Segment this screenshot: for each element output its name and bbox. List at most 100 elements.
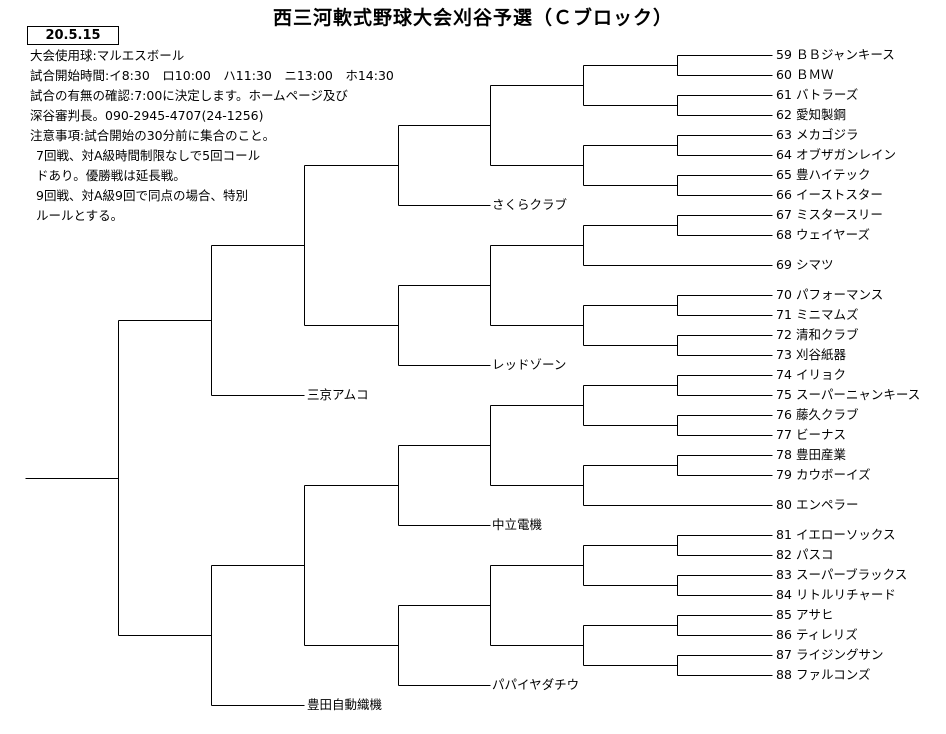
team-number: 83 bbox=[776, 567, 792, 582]
team-row: 86 ティレリズ bbox=[776, 627, 858, 643]
team-name: スーパーニャンキース bbox=[796, 387, 921, 402]
team-row: 69 シマツ bbox=[776, 257, 834, 273]
team-number: 70 bbox=[776, 287, 792, 302]
team-number: 88 bbox=[776, 667, 792, 682]
team-name: オブザガンレイン bbox=[796, 147, 897, 162]
team-number: 81 bbox=[776, 527, 792, 542]
team-name: ＢＭＷ bbox=[796, 67, 834, 82]
team-name: ティレリズ bbox=[796, 627, 858, 642]
date-box: 20.5.15 bbox=[27, 26, 119, 45]
team-number: 78 bbox=[776, 447, 792, 462]
team-number: 76 bbox=[776, 407, 792, 422]
note-ball: 大会使用球:マルエスボール bbox=[30, 48, 185, 63]
team-name: 豊ハイテック bbox=[796, 167, 871, 182]
tournament-notes: 大会使用球:マルエスボール 試合開始時間:イ8:30 ロ10:00 ハ11:30… bbox=[30, 46, 394, 226]
team-row: 87 ライジングサン bbox=[776, 647, 884, 663]
team-name: ファルコンズ bbox=[796, 667, 871, 682]
team-name: ミニマムズ bbox=[796, 307, 859, 322]
team-number: 67 bbox=[776, 207, 792, 222]
team-name: シマツ bbox=[796, 257, 834, 272]
page-title: 西三河軟式野球大会刈谷予選（Ｃブロック） bbox=[272, 7, 673, 29]
team-name: ミスタースリー bbox=[796, 207, 883, 222]
team-row: 61 バトラーズ bbox=[776, 87, 858, 103]
team-row: 70 パフォーマンス bbox=[776, 287, 883, 303]
team-name: イーストスター bbox=[796, 187, 883, 202]
team-number: 86 bbox=[776, 627, 792, 642]
team-name: イリョク bbox=[796, 367, 847, 382]
team-number: 85 bbox=[776, 607, 792, 622]
team-number: 71 bbox=[776, 307, 792, 322]
team-number: 82 bbox=[776, 547, 792, 562]
team-number: 75 bbox=[776, 387, 792, 402]
team-name: 豊田産業 bbox=[796, 447, 847, 462]
team-name: スーパーブラックス bbox=[796, 567, 908, 582]
team-row: 66 イーストスター bbox=[776, 187, 883, 203]
team-name: 藤久クラブ bbox=[796, 407, 859, 422]
team-row: 62 愛知製鋼 bbox=[776, 107, 846, 123]
team-number: 69 bbox=[776, 257, 792, 272]
team-name: ＢＢジャンキース bbox=[796, 47, 895, 62]
winner-label-sankyo: 三京アムコ bbox=[307, 387, 369, 402]
team-row: 85 アサヒ bbox=[776, 607, 834, 623]
winner-label-papaiya: パパイヤダチウ bbox=[492, 677, 580, 692]
team-number: 59 bbox=[776, 47, 792, 62]
team-number: 62 bbox=[776, 107, 792, 122]
team-name: 刈谷紙器 bbox=[796, 347, 847, 362]
note-rule-1a: 7回戦、対A級時間制限なしで5回コール bbox=[36, 148, 261, 163]
team-name: カウボーイズ bbox=[796, 467, 871, 482]
team-name: ウェイヤーズ bbox=[796, 227, 871, 242]
team-name: リトルリチャード bbox=[796, 587, 896, 602]
team-number: 77 bbox=[776, 427, 792, 442]
team-name: メカゴジラ bbox=[796, 127, 859, 142]
team-number: 65 bbox=[776, 167, 792, 182]
team-number: 72 bbox=[776, 327, 792, 342]
team-name: エンペラー bbox=[796, 497, 859, 512]
team-row: 59 ＢＢジャンキース bbox=[776, 47, 895, 63]
team-number: 63 bbox=[776, 127, 792, 142]
team-row: 78 豊田産業 bbox=[776, 447, 846, 463]
winner-label-red-zone: レッドゾーン bbox=[492, 357, 567, 372]
team-row: 60 ＢＭＷ bbox=[776, 67, 834, 83]
note-confirmation: 試合の有無の確認:7:00に決定します。ホームページ及び bbox=[30, 88, 348, 103]
team-name: ライジングサン bbox=[796, 647, 884, 662]
note-rule-2a: 9回戦、対A級9回で同点の場合、特別 bbox=[36, 188, 248, 203]
team-name: バトラーズ bbox=[796, 87, 859, 102]
note-start-times: 試合開始時間:イ8:30 ロ10:00 ハ11:30 ニ13:00 ホ14:30 bbox=[30, 68, 394, 83]
team-row: 65 豊ハイテック bbox=[776, 167, 871, 183]
team-number: 64 bbox=[776, 147, 792, 162]
team-number: 73 bbox=[776, 347, 792, 362]
winner-label-sakura: さくらクラブ bbox=[492, 197, 568, 212]
team-name: アサヒ bbox=[796, 607, 834, 622]
note-rule-1b: ドあり。優勝戦は延長戦。 bbox=[36, 168, 186, 183]
team-number: 74 bbox=[776, 367, 792, 382]
team-number: 87 bbox=[776, 647, 792, 662]
winner-label-churitsu: 中立電機 bbox=[492, 517, 543, 532]
team-row: 76 藤久クラブ bbox=[776, 407, 859, 423]
team-row: 79 カウボーイズ bbox=[776, 467, 871, 483]
team-row: 83 スーパーブラックス bbox=[776, 567, 907, 583]
team-name: 清和クラブ bbox=[796, 327, 859, 342]
team-row: 73 刈谷紙器 bbox=[776, 347, 846, 363]
team-number: 79 bbox=[776, 467, 792, 482]
team-number: 80 bbox=[776, 497, 792, 512]
team-name: 愛知製鋼 bbox=[796, 107, 847, 122]
team-name: イエローソックス bbox=[796, 527, 896, 542]
team-row: 74 イリョク bbox=[776, 367, 846, 383]
team-row: 67 ミスタースリー bbox=[776, 207, 883, 223]
winner-label-toyota: 豊田自動織機 bbox=[307, 697, 383, 712]
note-umpire-contact: 深谷審判長。090-2945-4707(24-1256) bbox=[30, 108, 264, 123]
team-number: 60 bbox=[776, 67, 792, 82]
team-row: 88 ファルコンズ bbox=[776, 667, 871, 683]
team-name: パスコ bbox=[796, 547, 834, 562]
team-row: 72 清和クラブ bbox=[776, 327, 859, 343]
team-name: パフォーマンス bbox=[796, 287, 884, 302]
team-row: 75 スーパーニャンキース bbox=[776, 387, 920, 403]
note-caution: 注意事項:試合開始の30分前に集合のこと。 bbox=[30, 128, 276, 143]
team-number: 68 bbox=[776, 227, 792, 242]
team-row: 80 エンペラー bbox=[776, 497, 859, 513]
team-row: 82 パスコ bbox=[776, 547, 834, 563]
team-number: 66 bbox=[776, 187, 792, 202]
team-number: 61 bbox=[776, 87, 792, 102]
